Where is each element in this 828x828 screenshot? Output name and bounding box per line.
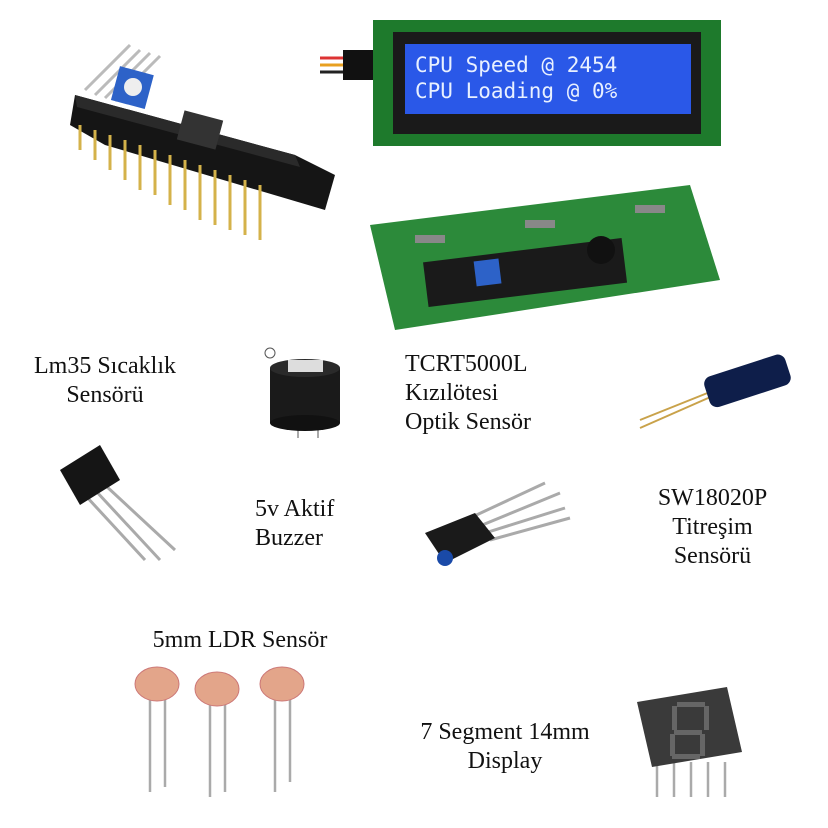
label-line: 5mm LDR Sensör [152,627,328,653]
i2c-module-image [70,43,335,240]
lm35-sensor-image [60,445,177,562]
lcd-line-2: CPU Loading @ 0% [415,79,618,103]
ldr-label: 5mm LDR Sensör [100,626,380,655]
label-line: Kızılötesi [405,380,499,406]
label-line: 7 Segment 14mm [420,719,590,745]
label-line: Sensörü [66,382,144,408]
label-line: Titreşim [672,514,753,540]
sw18020p-sensor-image [639,354,791,429]
label-line: SW18020P [657,485,768,511]
label-line: 5v Aktif [255,496,335,522]
label-line: Sensörü [673,543,752,569]
lcd-line-1: CPU Speed @ 2454 [415,53,617,77]
label-line: Buzzer [255,525,323,551]
label-line: Lm35 Sıcaklık [34,353,176,379]
lcd-1602-image: CPU Speed @ 2454 CPU Loading @ 0% [320,20,721,146]
buzzer-image [264,347,340,438]
label-line: Display [467,748,543,774]
tcrt5000-sensor-image [425,481,571,566]
label-line: Optik Sensör [405,409,531,435]
label-line: TCRT5000L [405,351,528,377]
ldr-sensors-image [134,666,305,797]
lcd-back-pcb-image [370,185,720,330]
seven-segment-display-image [637,687,742,797]
